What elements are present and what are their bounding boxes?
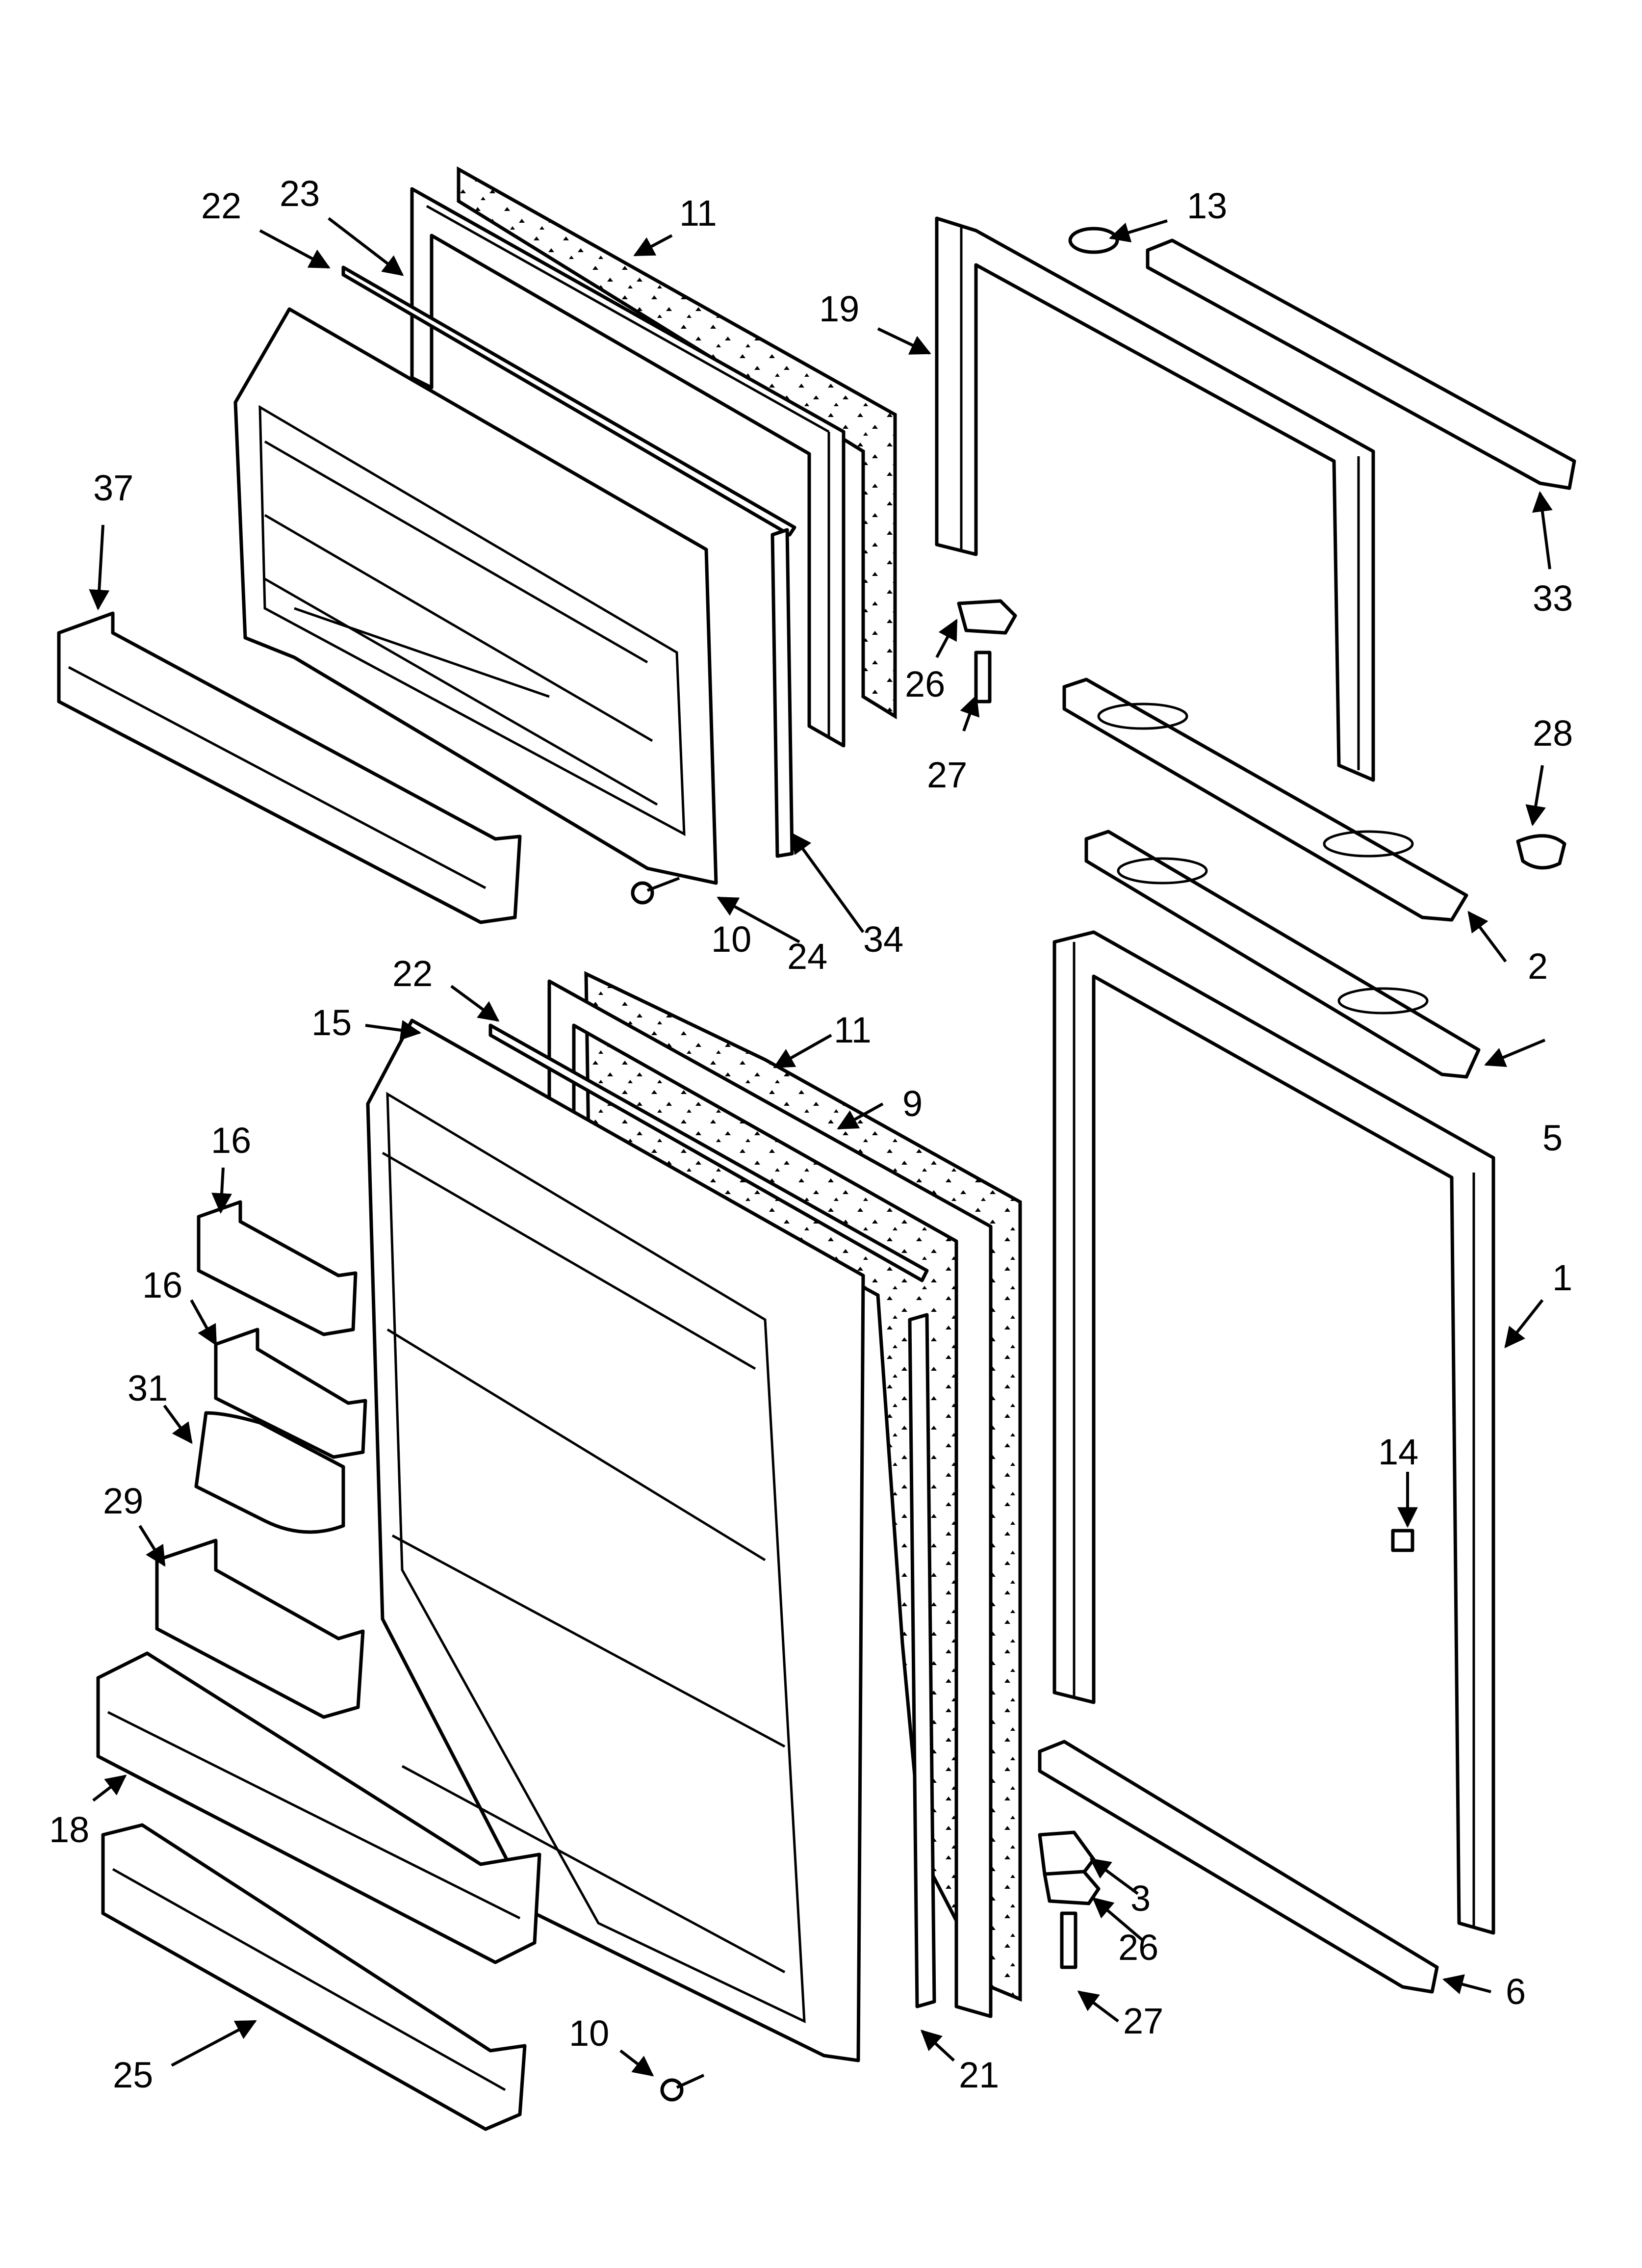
callout-25: 25 xyxy=(113,2055,153,2095)
plug-button-28 xyxy=(1516,834,1566,870)
callout-11b: 11 xyxy=(834,1010,872,1050)
freezer-breaker-strip-34 xyxy=(770,528,794,858)
callout-2: 2 xyxy=(1528,946,1548,987)
callout-23: 23 xyxy=(280,173,320,214)
callout-28: 28 xyxy=(1533,713,1573,754)
fresh-food-breaker-22 xyxy=(488,1023,929,1282)
freezer-door-panel-19 xyxy=(935,216,1375,782)
callout-29: 29 xyxy=(103,1481,143,1521)
fresh-food-breaker-21 xyxy=(908,1313,936,2008)
callout-34: 34 xyxy=(863,919,903,960)
callout-5: 5 xyxy=(1542,1118,1563,1158)
freezer-outer-door xyxy=(935,216,1576,1079)
callout-24: 24 xyxy=(787,936,827,977)
freezer-breaker-strip-22 xyxy=(341,265,796,537)
callout-16a: 16 xyxy=(211,1120,251,1161)
callout-9: 9 xyxy=(902,1083,923,1124)
callout-11: 11 xyxy=(679,193,717,234)
freezer-gasket-frame xyxy=(410,187,846,748)
callout-15: 15 xyxy=(311,1002,352,1043)
callout-37: 37 xyxy=(93,468,133,508)
fresh-food-outer-door xyxy=(1038,930,1495,1994)
freezer-top-trim-33 xyxy=(1146,238,1576,490)
callout-31: 31 xyxy=(128,1368,168,1408)
callout-18: 18 xyxy=(49,1809,89,1850)
freezer-door-liner xyxy=(233,307,718,885)
door-bin-25 xyxy=(101,1823,527,2131)
callout-13: 13 xyxy=(1187,185,1227,226)
callout-3: 3 xyxy=(1130,1878,1151,1919)
freezer-door-assembly xyxy=(57,166,897,924)
callout-33: 33 xyxy=(1533,578,1573,619)
freezer-insulation-panel xyxy=(457,166,897,720)
callout-16b: 16 xyxy=(142,1265,182,1305)
door-bin-16a xyxy=(197,1200,358,1336)
leader-lines xyxy=(89,217,1553,2077)
callout-labels: 22 23 11 13 19 37 26 27 33 28 10 24 34 2… xyxy=(49,173,1573,2095)
callout-26: 26 xyxy=(905,664,945,704)
callout-19: 19 xyxy=(819,288,859,329)
callout-27: 27 xyxy=(927,755,967,795)
fresh-food-door-liner xyxy=(366,1018,865,2062)
callout-22: 22 xyxy=(201,185,241,226)
door-bin-29 xyxy=(155,1538,365,1719)
door-bin-16b xyxy=(214,1328,367,1459)
door-bin-18 xyxy=(96,1651,541,1964)
callout-6: 6 xyxy=(1506,1971,1526,2012)
dairy-door-31 xyxy=(194,1411,345,1534)
callout-1: 1 xyxy=(1552,1257,1572,1298)
callout-14: 14 xyxy=(1378,1432,1418,1472)
freezer-handle-2 xyxy=(1062,678,1468,922)
callout-21: 21 xyxy=(959,2055,999,2095)
fresh-food-handle-5 xyxy=(1084,830,1481,1079)
callout-10b: 10 xyxy=(569,2013,609,2054)
callout-26b: 26 xyxy=(1118,1927,1158,1968)
fresh-food-door-assembly xyxy=(96,971,1022,2131)
fresh-food-bottom-trim-6 xyxy=(1038,1740,1439,1994)
callout-27b: 27 xyxy=(1123,2001,1163,2041)
callout-22b: 22 xyxy=(392,953,433,994)
callout-10: 10 xyxy=(711,919,751,960)
